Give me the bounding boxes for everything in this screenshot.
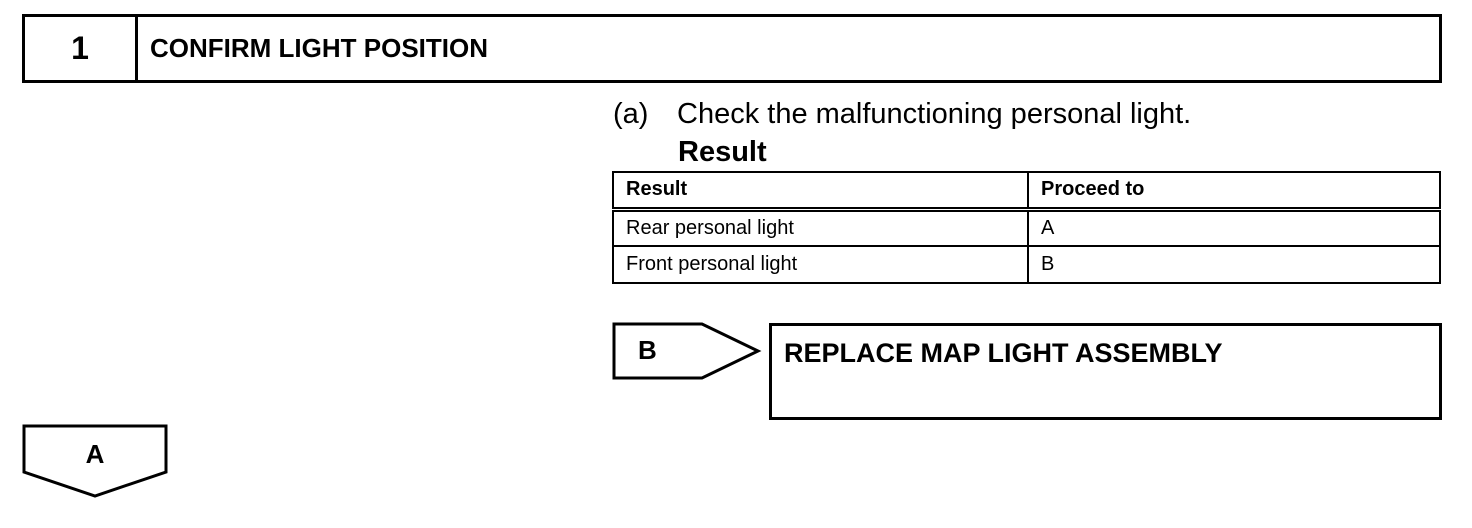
table-header-row: Result Proceed to bbox=[612, 171, 1441, 212]
arrow-right-icon bbox=[612, 322, 762, 380]
branch-a-label: A bbox=[85, 439, 105, 469]
table-cell-proceed-to: A bbox=[1027, 208, 1441, 247]
arrow-down-icon bbox=[22, 424, 168, 498]
table-row: Rear personal light A bbox=[612, 208, 1441, 247]
step-number: 1 bbox=[25, 17, 138, 80]
branch-b-label: B bbox=[638, 335, 657, 365]
table-row: Front personal light B bbox=[612, 245, 1441, 284]
instruction-marker: (a) bbox=[613, 98, 649, 130]
table-cell-result: Front personal light bbox=[612, 245, 1029, 284]
branch-b-tag: B bbox=[612, 322, 762, 380]
column-header-proceed-to: Proceed to bbox=[1027, 171, 1441, 212]
table-cell-proceed-to: B bbox=[1027, 245, 1441, 284]
instruction: (a) Check the malfunctioning personal li… bbox=[613, 98, 1191, 131]
branch-a-tag: A bbox=[22, 424, 168, 498]
instruction-text: Check the malfunctioning personal light. bbox=[677, 98, 1192, 130]
result-table: Result Proceed to Rear personal light A … bbox=[612, 171, 1441, 284]
step-header: 1 CONFIRM LIGHT POSITION bbox=[22, 14, 1442, 83]
replace-action-box: REPLACE MAP LIGHT ASSEMBLY bbox=[769, 323, 1442, 420]
step-title: CONFIRM LIGHT POSITION bbox=[150, 33, 488, 63]
result-heading: Result bbox=[678, 136, 767, 168]
column-header-result: Result bbox=[612, 171, 1029, 212]
table-cell-result: Rear personal light bbox=[612, 208, 1029, 247]
